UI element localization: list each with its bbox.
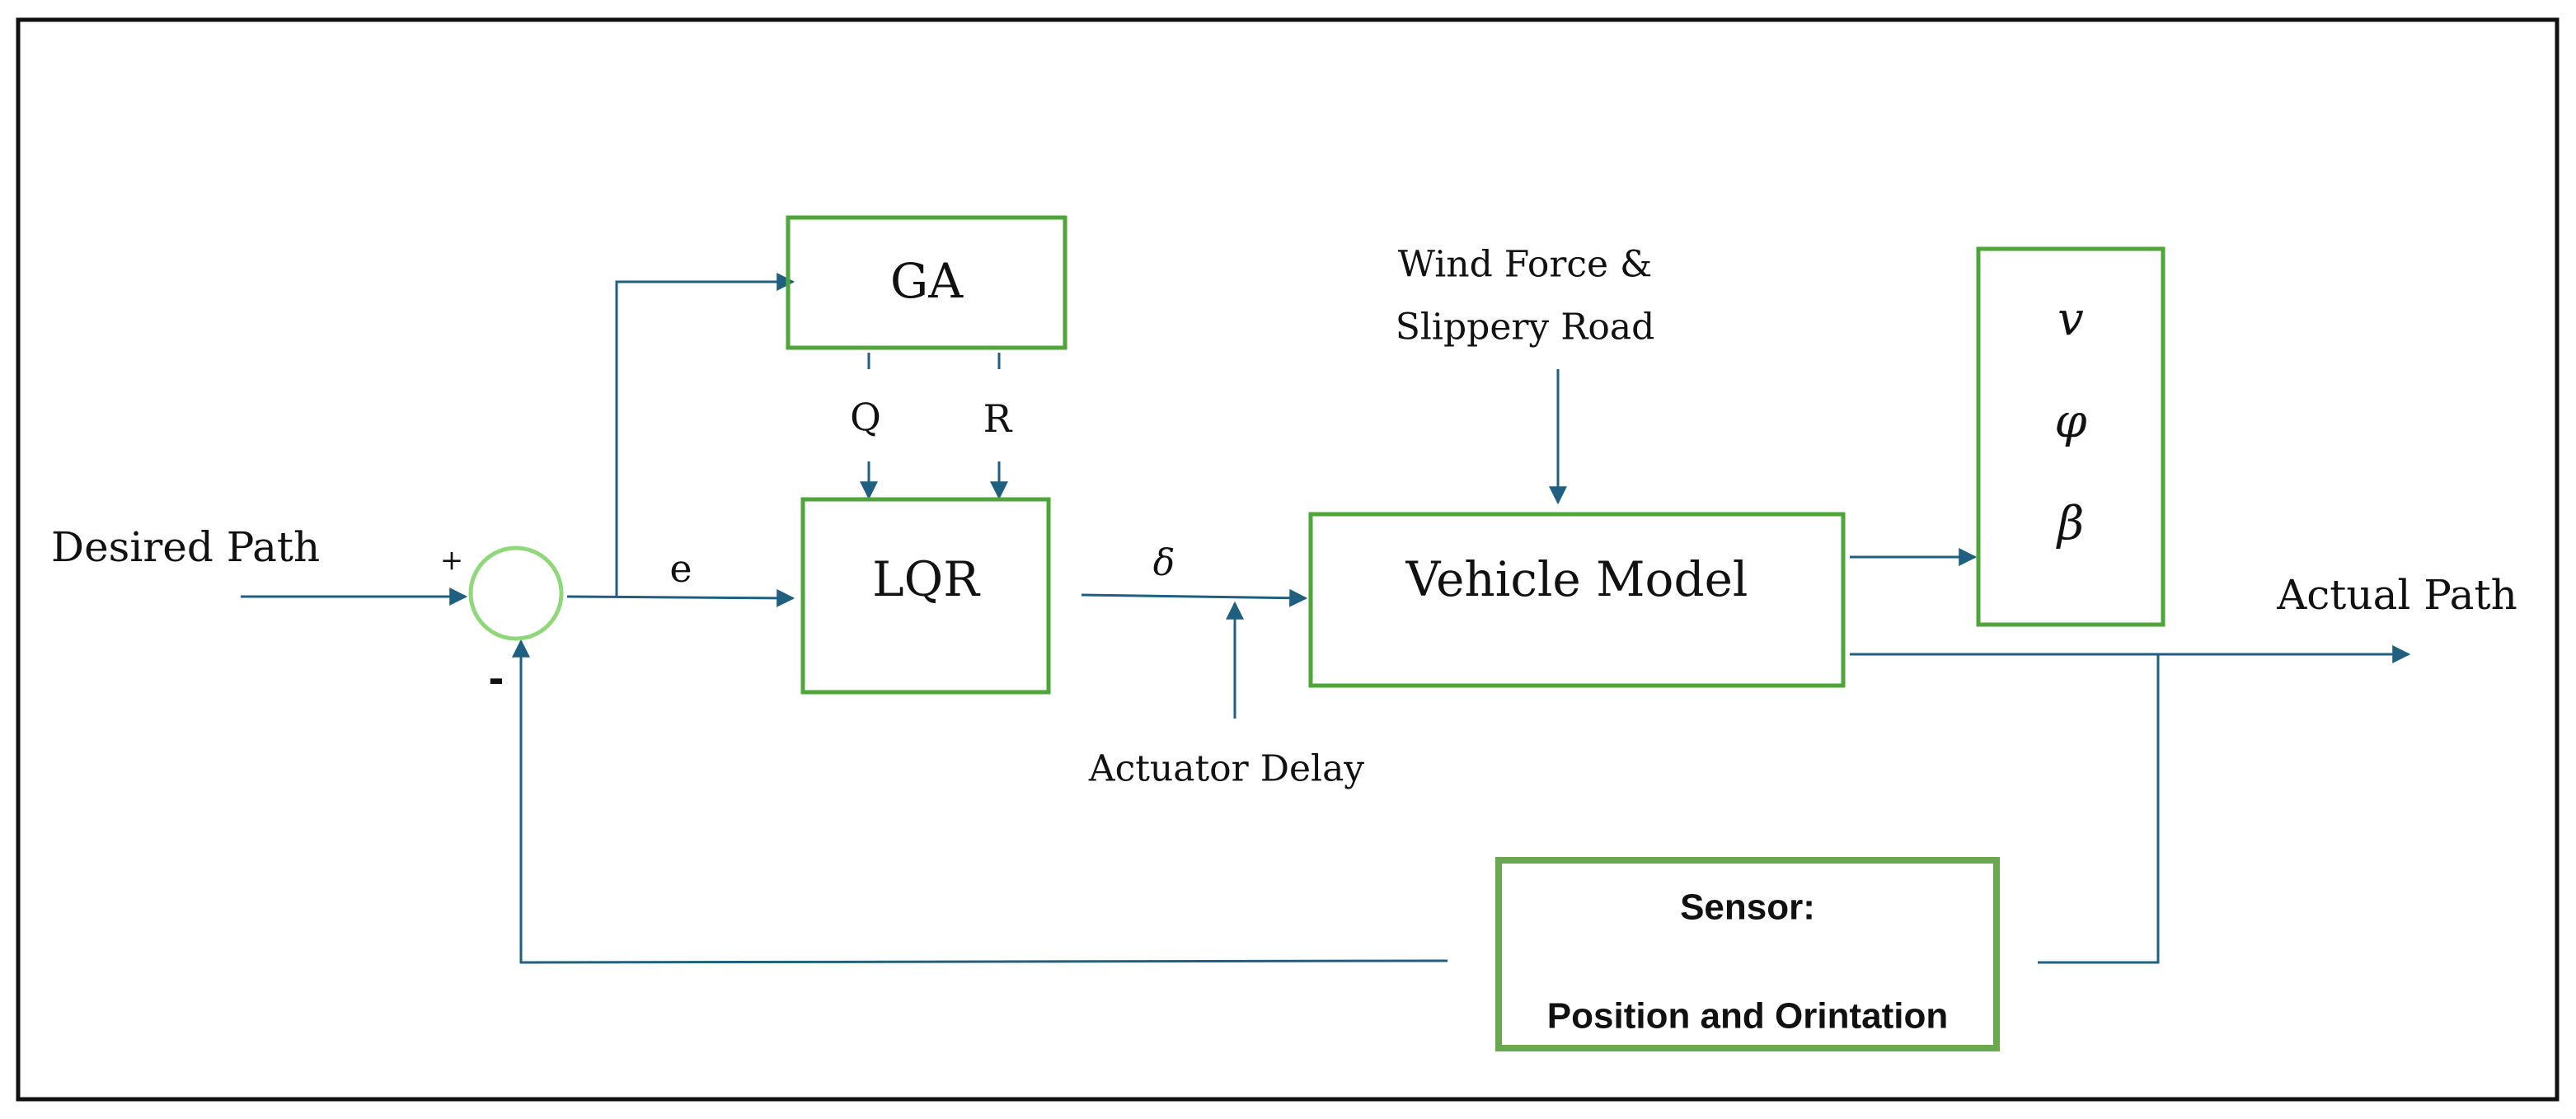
feedback-to-sum-arrow	[512, 639, 1448, 964]
delta-label: δ	[1153, 542, 1175, 584]
error-label: e	[669, 546, 692, 591]
vehicle-model-label: Vehicle Model	[1405, 551, 1748, 607]
sensor-block	[1495, 857, 2000, 1051]
state-velocity: v	[2058, 293, 2084, 347]
sensor-label: Sensor:	[1680, 887, 1815, 928]
sensor-description: Position and Orintation	[1547, 996, 1948, 1037]
states-block	[1976, 246, 2165, 627]
lqr-label: LQR	[872, 551, 981, 607]
desired-path-label: Desired Path	[51, 523, 320, 571]
lqr-block	[800, 497, 1051, 695]
delta-arrow	[1081, 588, 1308, 607]
vehicle-model-block	[1308, 512, 1846, 688]
feedback-to-sensor-line	[2038, 654, 2160, 964]
summing-junction	[468, 545, 564, 641]
disturbance-label-line2: Slippery Road	[1396, 307, 1655, 349]
r-label: R	[983, 396, 1013, 441]
minus-sign: -	[489, 651, 504, 703]
disturbance-label-line1: Wind Force &	[1398, 244, 1653, 286]
state-beta: β	[2056, 498, 2084, 551]
q-label: Q	[850, 395, 881, 439]
error-arrow	[566, 588, 795, 607]
ga-feed-arrow	[615, 273, 795, 597]
plus-sign: +	[440, 544, 464, 577]
state-phi: φ	[2054, 396, 2086, 449]
ga-block	[786, 215, 1067, 350]
actual-path-label: Actual Path	[2276, 571, 2517, 619]
diagram-frame	[16, 17, 2560, 1102]
ga-label: GA	[890, 253, 964, 309]
actuator-delay-label: Actuator Delay	[1088, 748, 1364, 790]
